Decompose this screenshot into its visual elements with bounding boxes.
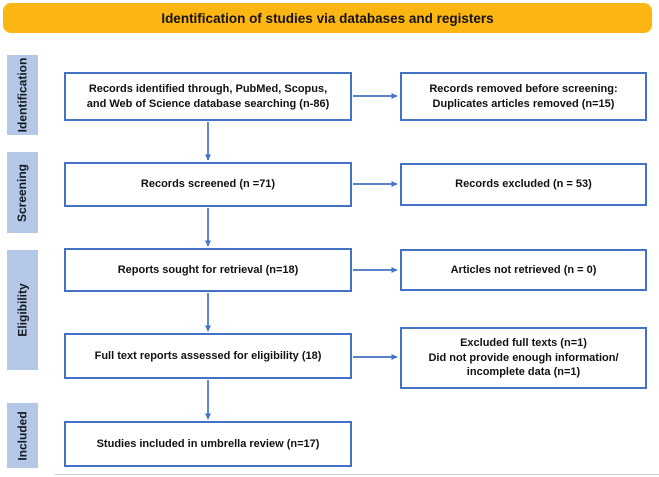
stage-included: Included <box>7 403 38 468</box>
stage-identification: Identification <box>7 55 38 135</box>
box-records-excluded: Records excluded (n = 53) <box>400 163 647 206</box>
box-records-screened: Records screened (n =71) <box>64 162 352 207</box>
box-articles-not-retrieved: Articles not retrieved (n = 0) <box>400 249 647 291</box>
diagram-title: Identification of studies via databases … <box>161 10 494 26</box>
stage-identification-label: Identification <box>15 57 30 133</box>
stage-screening-label: Screening <box>15 163 30 222</box>
stage-screening: Screening <box>7 152 38 233</box>
box-records-removed: Records removed before screening: Duplic… <box>400 72 647 121</box>
box-studies-included: Studies included in umbrella review (n=1… <box>64 421 352 467</box>
box-reports-sought: Reports sought for retrieval (n=18) <box>64 248 352 292</box>
stage-eligibility-label: Eligibility <box>15 283 30 337</box>
figure-bottom-rule <box>55 474 659 475</box>
stage-eligibility: Eligibility <box>7 250 38 370</box>
box-records-identified: Records identified through, PubMed, Scop… <box>64 72 352 121</box>
box-excluded-full-texts: Excluded full texts (n=1) Did not provid… <box>400 327 647 389</box>
stage-included-label: Included <box>15 410 30 461</box>
box-full-text-assessed: Full text reports assessed for eligibili… <box>64 333 352 379</box>
diagram-title-banner: Identification of studies via databases … <box>3 3 652 33</box>
